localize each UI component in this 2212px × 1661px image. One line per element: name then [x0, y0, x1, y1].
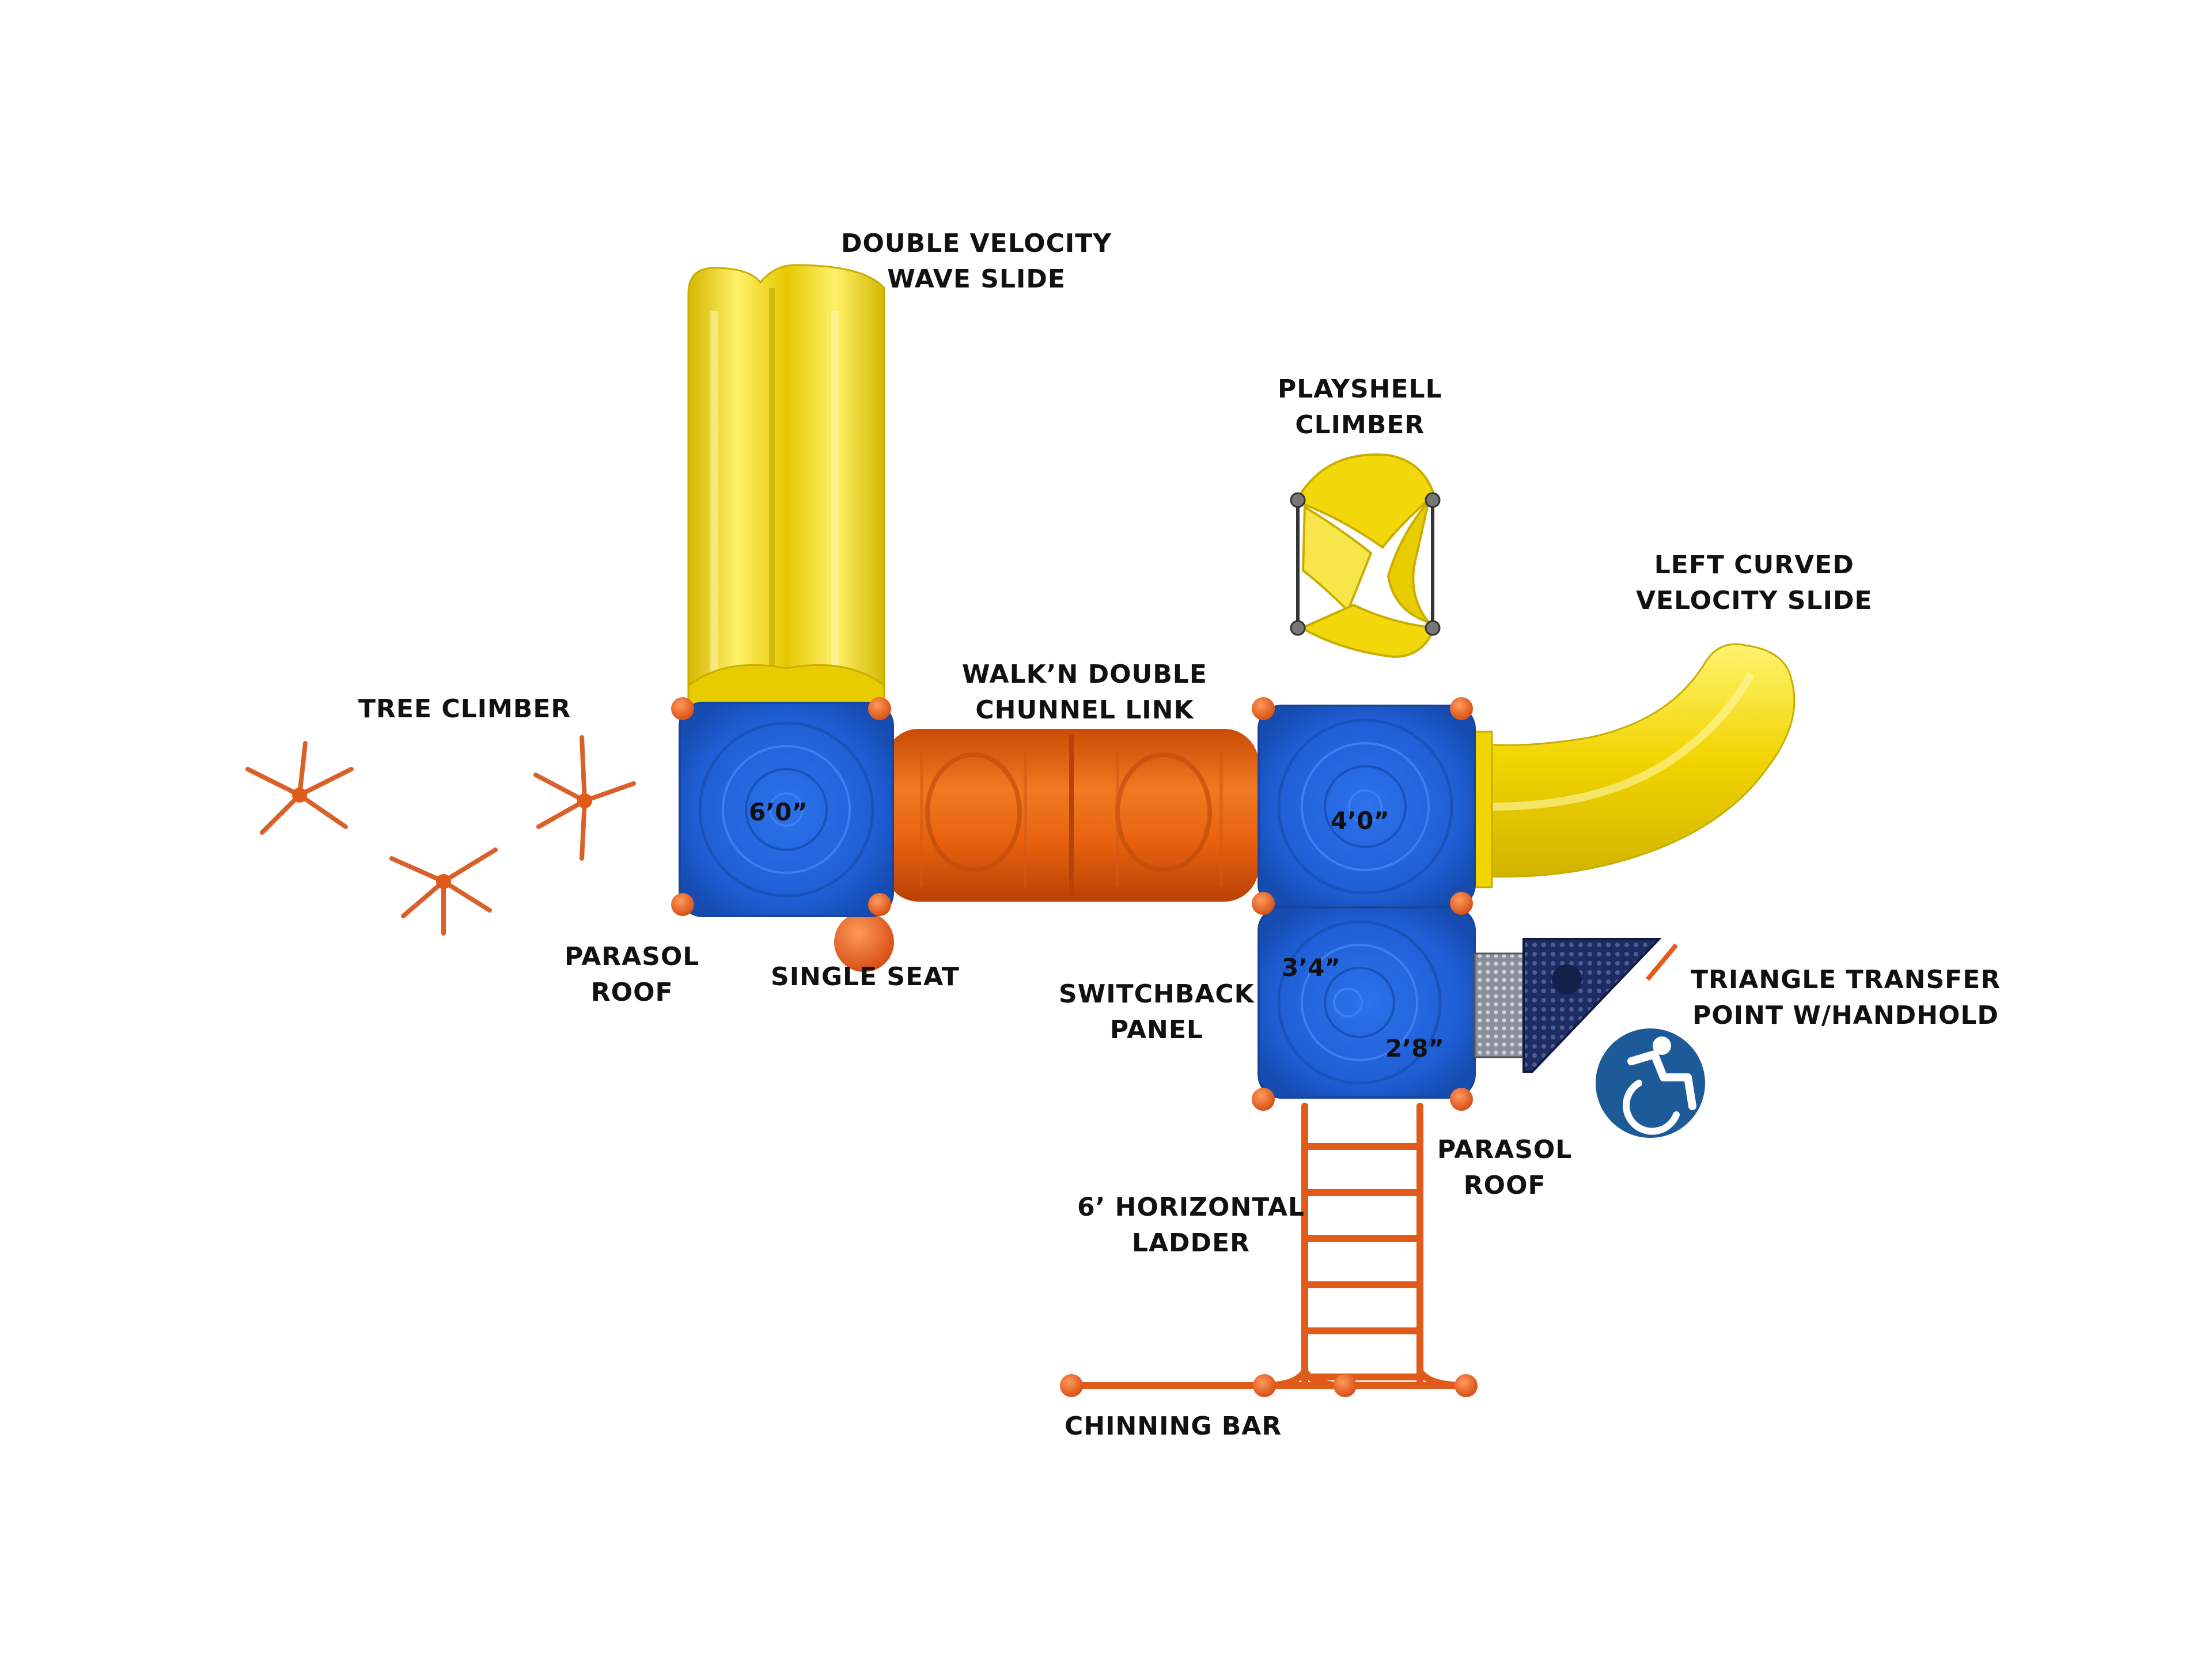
tree-climber-1 — [245, 741, 354, 835]
label-left-curved-velocity-slide: LEFT CURVED VELOCITY SLIDE — [1636, 550, 1873, 615]
deck-lower-right — [1257, 906, 1476, 1099]
label-parasol-roof-left: PARASOL ROOF — [565, 942, 700, 1007]
walkn-double-chunnel-link — [884, 729, 1259, 902]
deck-height-lower-right-bottom: 2’8” — [1385, 1034, 1445, 1062]
post-caps — [671, 697, 1473, 1111]
label-double-velocity-wave-slide: DOUBLE VELOCITY WAVE SLIDE — [841, 229, 1112, 294]
label-single-seat: SINGLE SEAT — [771, 962, 960, 992]
label-switchback-panel: SWITCHBACK PANEL — [1059, 979, 1255, 1045]
playshell-climber — [1290, 453, 1441, 659]
triangle-transfer-point — [1474, 938, 1679, 1073]
label-horizontal-ladder: 6’ HORIZONTAL LADDER — [1077, 1193, 1305, 1258]
label-tree-climber: TREE CLIMBER — [358, 694, 571, 724]
chinning-bar — [1060, 1369, 1478, 1397]
label-chinning-bar: CHINNING BAR — [1065, 1412, 1282, 1441]
tree-climber-2 — [389, 847, 498, 936]
label-parasol-roof-right: PARASOL ROOF — [1437, 1135, 1573, 1200]
single-seat — [834, 912, 894, 972]
horizontal-ladder — [1301, 1103, 1423, 1386]
deck-left — [679, 702, 894, 917]
wheelchair-accessibility-icon — [1596, 1028, 1705, 1138]
tree-climber-3 — [533, 735, 636, 861]
deck-height-lower-right-top: 3’4” — [1282, 954, 1341, 982]
deck-height-upper-right: 4’0” — [1331, 807, 1390, 835]
double-velocity-wave-slide — [687, 264, 885, 716]
left-curved-velocity-slide — [1465, 643, 1796, 888]
label-playshell-climber: PLAYSHELL CLIMBER — [1278, 374, 1442, 440]
deck-height-left: 6’0” — [749, 798, 808, 826]
label-triangle-transfer-point: TRIANGLE TRANSFER POINT W/HANDHOLD — [1691, 965, 2001, 1030]
label-walkn-double-chunnel-link: WALK’N DOUBLE CHUNNEL LINK — [962, 660, 1207, 725]
